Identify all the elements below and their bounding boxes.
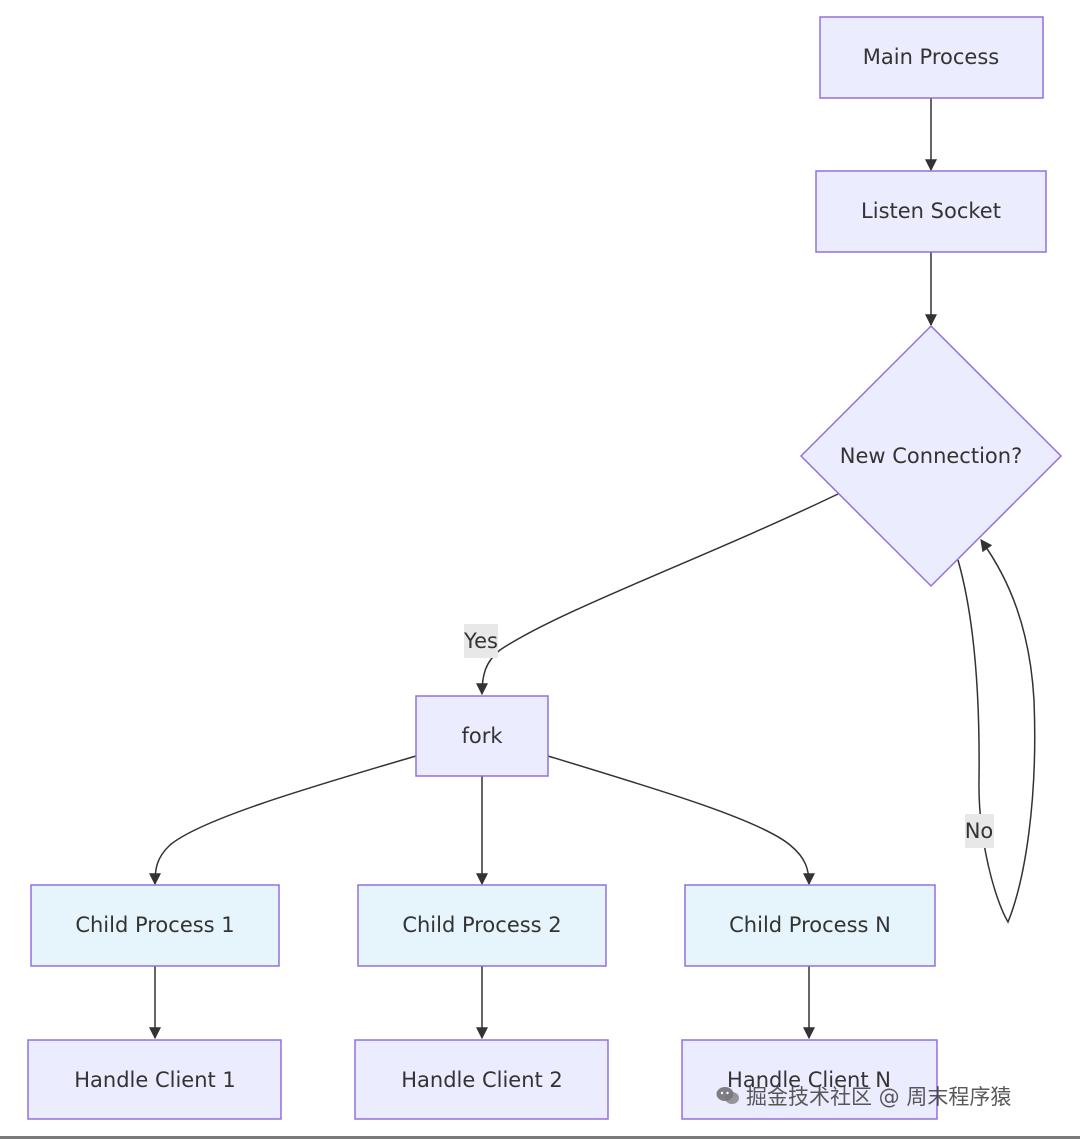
node-handle-client-1: Handle Client 1	[27, 1039, 282, 1120]
node-child-process-2-label: Child Process 2	[402, 913, 561, 937]
edge-label-yes: Yes	[463, 624, 498, 658]
edge-label-yes-text: Yes	[463, 629, 498, 653]
node-handle-client-1-label: Handle Client 1	[74, 1068, 236, 1092]
node-main-process: Main Process	[819, 16, 1044, 99]
node-handle-client-n-label: Handle Client N	[727, 1068, 891, 1092]
node-fork-label: fork	[461, 724, 503, 748]
watermark-text: 掘金技术社区 @ 周末程序猿	[746, 1085, 1012, 1109]
wechat-icon	[716, 1086, 740, 1106]
node-listen-socket: Listen Socket	[815, 170, 1047, 253]
node-listen-socket-label: Listen Socket	[861, 199, 1001, 223]
edges	[149, 98, 1036, 1040]
node-handle-client-2: Handle Client 2	[354, 1039, 609, 1120]
node-child-process-n-label: Child Process N	[729, 913, 891, 937]
frame-bottom-border	[0, 1136, 1080, 1139]
node-child-process-n: Child Process N	[684, 884, 936, 967]
edge-decision-yes-to-fork	[476, 493, 839, 696]
edge-fork-to-child-1	[149, 755, 417, 886]
node-new-connection-label: New Connection?	[840, 444, 1022, 468]
edge-fork-to-child-n	[547, 755, 815, 886]
node-child-process-1-label: Child Process 1	[75, 913, 234, 937]
edge-label-no: No	[965, 814, 994, 848]
edge-decision-no-loop	[957, 539, 1036, 924]
node-handle-client-2-label: Handle Client 2	[401, 1068, 563, 1092]
edge-label-no-text: No	[965, 819, 994, 843]
node-handle-client-n: Handle Client N	[681, 1039, 938, 1120]
node-new-connection-decision: New Connection?	[799, 324, 1063, 588]
watermark: 掘金技术社区 @ 周末程序猿	[716, 1078, 1011, 1114]
node-main-process-label: Main Process	[863, 45, 999, 69]
node-child-process-1: Child Process 1	[30, 884, 280, 967]
node-fork: fork	[415, 695, 549, 777]
node-child-process-2: Child Process 2	[357, 884, 607, 967]
